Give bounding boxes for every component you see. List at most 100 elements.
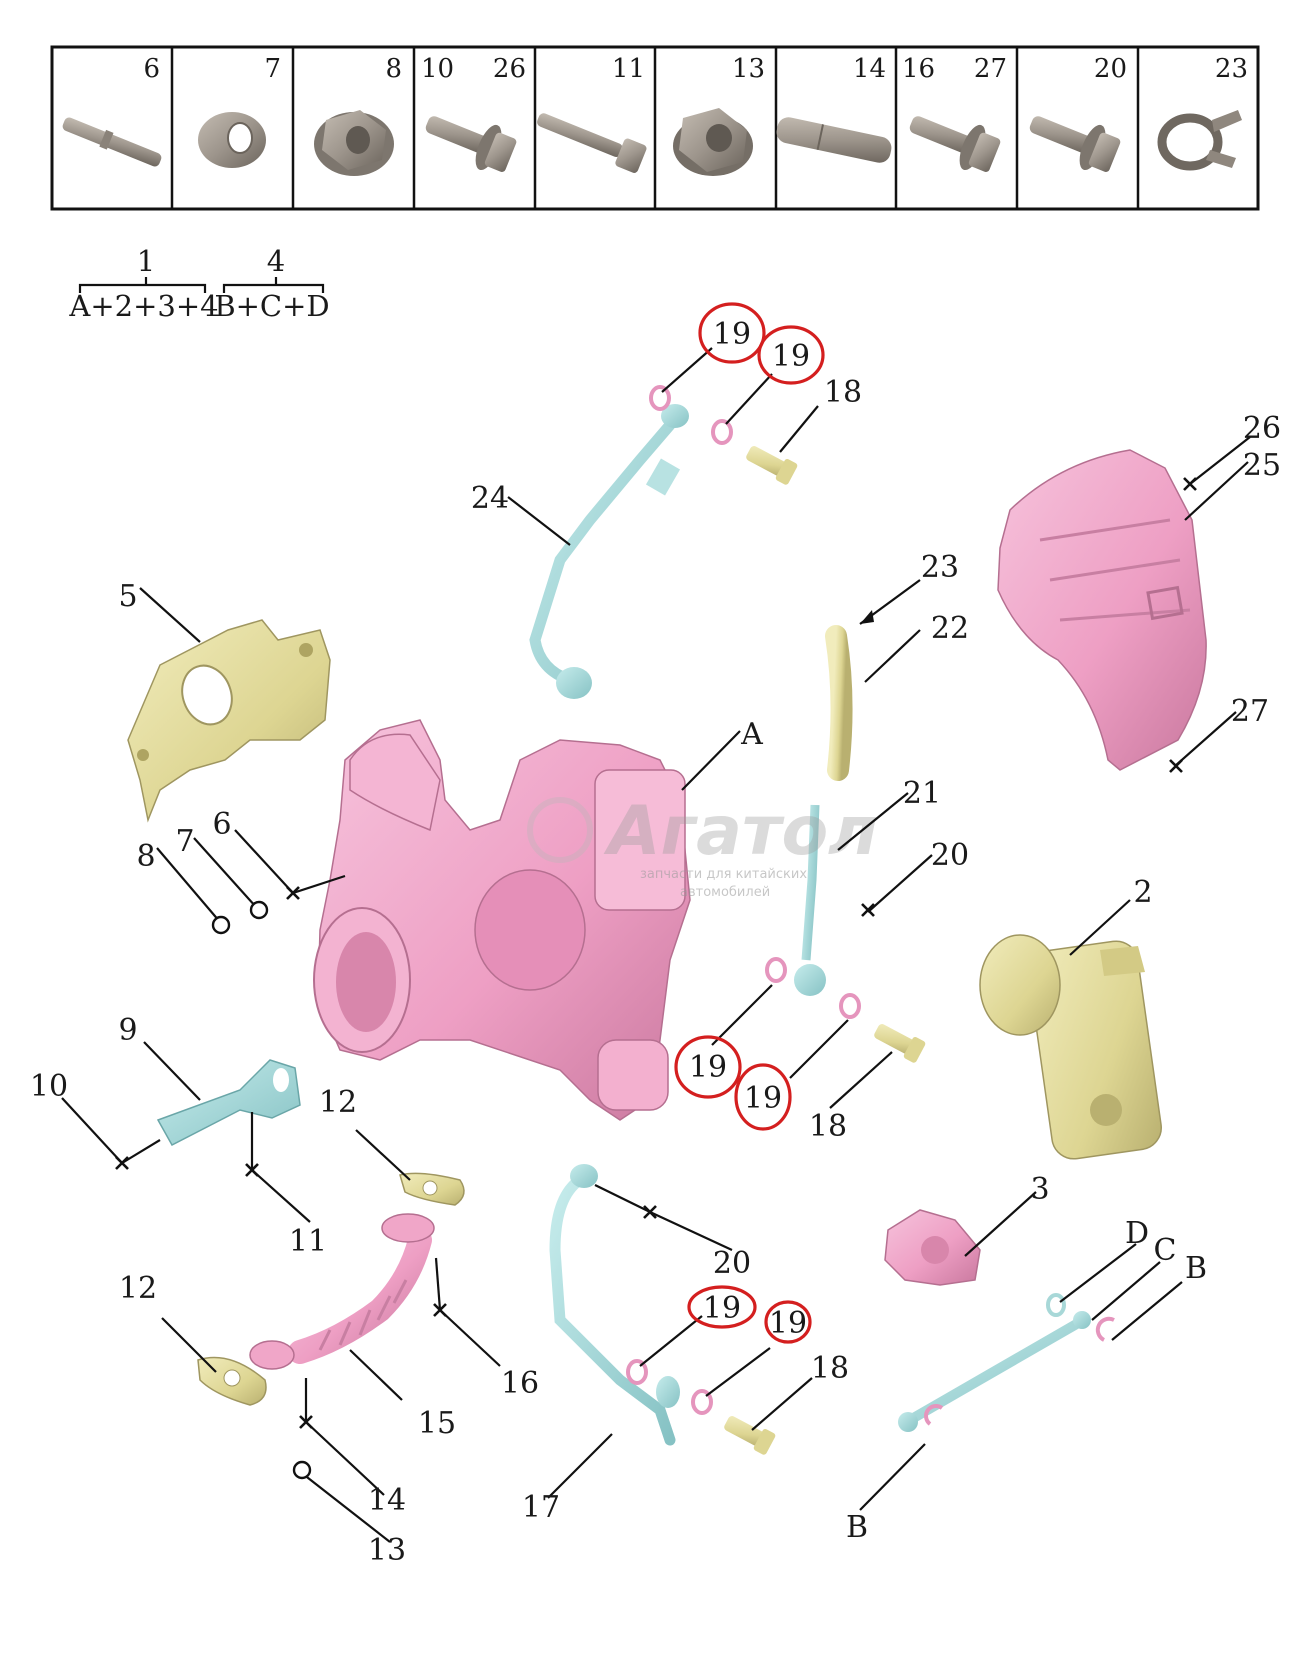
o-ring	[711, 419, 733, 445]
callout-23: 23	[921, 550, 959, 585]
table-label: 7	[264, 54, 281, 84]
parts-table: 6 7 8 10 26 11 13 14 16 27 20 23	[50, 45, 1260, 211]
callout-7: 7	[175, 824, 194, 859]
callout-24: 24	[471, 481, 509, 516]
table-label: 13	[732, 54, 765, 84]
long-bolt-icon	[537, 113, 647, 173]
plain-stud-icon	[776, 117, 892, 163]
callout-18: 18	[811, 1351, 849, 1386]
callout-19: 19	[772, 339, 810, 374]
callout-6: 6	[212, 807, 231, 842]
callout-C: C	[1154, 1233, 1177, 1268]
formula-bottom: B+C+D	[214, 289, 329, 323]
flange-bolt-icon	[909, 116, 1001, 172]
o-ring	[626, 1359, 648, 1385]
table-label: 11	[612, 54, 645, 84]
callout-25: 25	[1243, 448, 1281, 483]
circlip	[1095, 1316, 1115, 1342]
formula-top: 1	[137, 244, 155, 278]
callout-D: D	[1125, 1216, 1149, 1251]
callout-19: 19	[744, 1081, 782, 1116]
callout-B: B	[1185, 1251, 1207, 1286]
callout-19: 19	[769, 1306, 807, 1341]
banjo-bolt	[746, 446, 798, 485]
callout-18: 18	[824, 375, 862, 410]
table-label: 27	[974, 54, 1007, 84]
assembly-formula: 1 A+2+3+4	[68, 244, 218, 323]
coolant-return-pipe	[549, 1164, 680, 1446]
callout-26: 26	[1243, 411, 1281, 446]
stud-icon	[62, 117, 162, 167]
banjo-bolt	[874, 1024, 926, 1063]
callout-labels: 19 19 18 24 26 25 23 22 27 5 A 21 20 8 7…	[30, 317, 1281, 1568]
table-label: 23	[1215, 54, 1248, 84]
support-bracket	[156, 1059, 301, 1146]
callout-17: 17	[522, 1490, 560, 1525]
o-ring	[1046, 1293, 1066, 1317]
callout-21: 21	[903, 776, 941, 811]
flange-bolt-icon	[425, 116, 517, 172]
callout-3: 3	[1030, 1172, 1049, 1207]
gasket	[197, 1356, 267, 1406]
callout-11: 11	[289, 1224, 327, 1259]
callout-16: 16	[501, 1366, 539, 1401]
callout-10: 10	[30, 1069, 68, 1104]
washer-icon	[198, 112, 266, 168]
coolant-pipe	[794, 804, 826, 996]
callout-12: 12	[319, 1085, 357, 1120]
watermark-brand: Агатол	[603, 792, 878, 871]
callout-9: 9	[118, 1013, 137, 1048]
table-label: 16	[902, 54, 935, 84]
washer-markers	[211, 900, 312, 1480]
watermark-line: автомобилей	[680, 885, 770, 900]
table-label: 14	[853, 54, 886, 84]
heat-shield	[997, 449, 1207, 771]
table-label: 6	[143, 54, 160, 84]
callout-B: B	[846, 1510, 868, 1545]
formula-top: 4	[267, 244, 285, 278]
spring-clamp-icon	[1157, 110, 1242, 171]
callout-8: 8	[136, 839, 155, 874]
bracket	[127, 619, 331, 823]
linkage-rod	[898, 1311, 1091, 1432]
o-ring	[765, 957, 787, 983]
turbocharger	[313, 719, 691, 1121]
callout-12: 12	[119, 1271, 157, 1306]
o-ring	[649, 385, 671, 411]
nut-icon	[673, 108, 753, 176]
gasket	[399, 1172, 465, 1206]
callout-14: 14	[368, 1483, 406, 1518]
table-label: 8	[385, 54, 402, 84]
flange-nut-icon	[314, 110, 394, 176]
highlight-circles	[674, 302, 825, 1344]
watermark: Агатол запчасти для китайских автомобиле…	[527, 792, 878, 900]
callout-A: A	[740, 717, 763, 752]
assembly-formula: 4 B+C+D	[214, 244, 329, 323]
callout-5: 5	[118, 579, 137, 614]
circlip	[924, 1404, 944, 1426]
callout-27: 27	[1231, 694, 1269, 729]
table-label: 10	[421, 54, 454, 84]
callout-2: 2	[1133, 875, 1152, 910]
leader-lines	[61, 347, 1251, 1543]
oil-feed-pipe	[529, 404, 689, 699]
flange-bolt-icon	[1029, 116, 1121, 172]
callout-15: 15	[418, 1406, 456, 1441]
o-ring	[691, 1389, 713, 1415]
banjo-bolt	[724, 1416, 776, 1455]
callout-22: 22	[931, 611, 969, 646]
table-label: 26	[493, 54, 526, 84]
formula-bottom: A+2+3+4	[68, 289, 218, 323]
callout-18: 18	[809, 1109, 847, 1144]
watermark-line: запчасти для китайских	[640, 867, 807, 882]
callout-20: 20	[713, 1246, 751, 1281]
o-ring	[839, 993, 861, 1019]
callout-19: 19	[703, 1291, 741, 1326]
callout-20: 20	[931, 838, 969, 873]
actuator	[979, 934, 1162, 1160]
actuator-bracket	[884, 1209, 981, 1286]
callout-19: 19	[713, 317, 751, 352]
hose	[825, 625, 853, 781]
table-label: 20	[1094, 54, 1127, 84]
